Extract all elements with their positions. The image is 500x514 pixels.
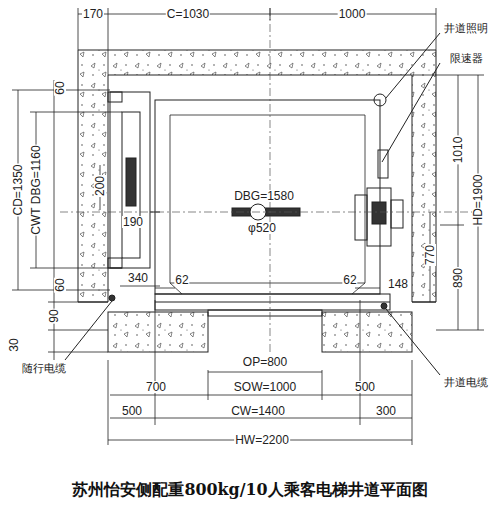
dimension-label: CWT DBG=1160: [30, 144, 42, 235]
dimension-label: 770: [424, 244, 436, 266]
dimension-label: 170: [82, 8, 104, 20]
dimension-label: 井道电缆: [443, 377, 489, 388]
dimension-label: DBG=1580: [233, 190, 295, 202]
dimension-label: OP=800: [242, 356, 288, 368]
dimension-label: 340: [127, 272, 149, 284]
dimension-label: C=1030: [166, 8, 210, 20]
dimension-label: 500: [354, 381, 376, 393]
dimension-label: 62: [174, 274, 189, 286]
dimension-label: 1010: [452, 136, 464, 165]
dimension-label: 60: [54, 277, 66, 292]
dimension-label: 700: [145, 381, 167, 393]
dimension-label: 500: [121, 405, 143, 417]
dimension-label: SOW=1000: [233, 381, 297, 393]
dimension-label: 890: [452, 267, 464, 289]
dimension-label: HW=2200: [234, 434, 290, 446]
dimension-label: CW=1400: [230, 405, 286, 417]
drawing-title: 苏州怡安侧配重800kg/10人乘客电梯井道平面图: [0, 480, 500, 501]
dimension-label: 300: [375, 405, 397, 417]
dimension-label: 限速器: [449, 53, 484, 64]
dimension-label: HD=1900: [472, 173, 484, 226]
dimension-label: 60: [54, 80, 66, 95]
dimension-label: 200: [94, 175, 106, 197]
dimension-label: φ520: [247, 222, 277, 234]
dimension-label: 1000: [338, 8, 367, 20]
dimension-label: 62: [342, 274, 357, 286]
dimension-label: 井道照明: [443, 23, 489, 34]
dimension-label: 90: [48, 308, 60, 323]
dimension-label: 190: [122, 216, 144, 228]
dimension-label: CD=1350: [12, 163, 24, 216]
dimension-label: 148: [387, 278, 409, 290]
dimension-label: 随行电缆: [21, 363, 67, 374]
dimension-label: 30: [8, 337, 20, 352]
